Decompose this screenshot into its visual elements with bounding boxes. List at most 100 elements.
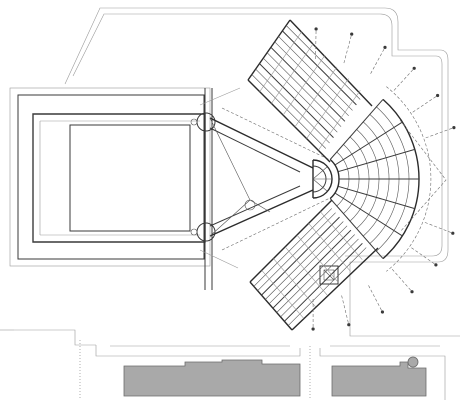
grid-ray	[370, 47, 386, 74]
plaza-edge-top	[209, 117, 314, 169]
seating-aisle	[334, 192, 403, 237]
upper-wing-edge-inner	[247, 79, 331, 163]
upper-wing-row	[285, 25, 361, 100]
grid-ray	[315, 28, 317, 60]
field-perimeter	[32, 113, 206, 243]
lower-wing-row	[257, 212, 336, 291]
grid-ray	[391, 269, 413, 292]
road-edge-right	[319, 348, 446, 400]
upper-wing-row	[255, 68, 330, 144]
lower-wing-edge-bottom	[291, 247, 379, 331]
field-outer-boundary	[9, 87, 211, 267]
lower-wing-bay	[296, 234, 340, 284]
upper-wing	[247, 19, 373, 163]
seating-bowl	[329, 86, 432, 272]
central-hub	[312, 159, 333, 199]
hub-outer-arc	[312, 159, 333, 199]
lower-wing-edge-inner	[249, 199, 333, 283]
lower-wing-row	[280, 238, 359, 318]
playing-field	[69, 124, 191, 232]
lower-wing-row	[284, 242, 363, 322]
plaza-spine	[209, 117, 251, 237]
site-boundary	[0, 7, 460, 400]
upper-wing-bay	[271, 43, 314, 104]
plaza-leader-bottom	[199, 249, 239, 269]
seating-row-arc	[329, 158, 340, 200]
building-footprint-west	[123, 359, 301, 397]
grid-ray-node	[412, 66, 416, 70]
lower-wing-row	[276, 234, 355, 313]
approach-plaza	[199, 87, 331, 269]
road-edge-left	[14, 329, 96, 346]
lower-wing-bay	[320, 211, 363, 260]
lower-wing-row	[253, 208, 333, 287]
lower-wing-bay	[273, 258, 316, 307]
hub-ray-up	[312, 166, 328, 180]
grid-ray-node	[452, 126, 456, 130]
plaza-leader-top	[199, 87, 241, 106]
plaza-node	[244, 199, 256, 211]
upper-wing-row	[274, 41, 349, 117]
seating-aisle	[334, 121, 403, 166]
plaza-spine-tail	[249, 199, 271, 213]
upper-wing-edge-outer	[247, 19, 291, 81]
upper-wing-row	[266, 52, 342, 127]
upper-wing-row	[251, 74, 327, 149]
grid-ray-node	[314, 27, 318, 31]
upper-wing-row	[259, 63, 334, 138]
grid-ray	[341, 295, 350, 325]
parcel-line-inner	[72, 13, 443, 257]
parcel-line-upper	[64, 7, 460, 337]
grid-ray-node	[434, 263, 438, 267]
grid-ray-node	[347, 323, 351, 327]
bowl-setback-arc	[386, 86, 432, 272]
grid-ray-node	[311, 327, 315, 331]
building-footprint-east	[331, 361, 427, 397]
lower-wing-row	[287, 247, 367, 326]
seating-aisle	[329, 198, 384, 259]
bowl-outer-chevron	[399, 119, 447, 233]
grid-rays	[311, 27, 456, 331]
seating-aisle	[337, 148, 415, 173]
stair-core	[319, 265, 339, 285]
field-enclosure	[17, 94, 205, 260]
upper-wing-edge-top	[289, 19, 373, 107]
lower-wing-row	[272, 229, 352, 309]
lower-wing-edge-outer	[249, 281, 293, 331]
upper-wing-row	[282, 30, 357, 106]
grid-ray-node	[383, 45, 387, 50]
upper-wing-bay	[259, 31, 302, 92]
grid-ray	[425, 127, 455, 139]
lower-wing-row	[261, 216, 340, 296]
lower-wing-row	[265, 221, 344, 300]
gate-post-top	[190, 118, 198, 126]
lower-wing-row	[268, 225, 348, 305]
upper-wing-bay	[294, 66, 338, 128]
grid-ray-node	[410, 290, 414, 294]
plaza-setback-top	[221, 107, 331, 161]
field-block	[9, 87, 211, 267]
plaza-inner-top	[209, 127, 301, 173]
grid-ray	[343, 34, 352, 64]
gate-post-bottom	[190, 228, 198, 236]
upper-wing-bay	[282, 54, 326, 116]
lower-wing-bay	[308, 223, 351, 272]
lower-wing-bay	[284, 246, 328, 296]
grid-ray	[368, 285, 383, 313]
building-east-rotunda	[407, 356, 419, 368]
seating-aisle	[337, 185, 415, 210]
upper-wing-row	[263, 57, 338, 133]
plaza-edge-bottom	[209, 189, 314, 237]
upper-wing-row	[270, 46, 346, 122]
upper-wing-bay	[318, 90, 361, 151]
grid-ray	[412, 95, 438, 113]
road-edge-lower	[95, 345, 301, 357]
lower-wing	[249, 199, 379, 331]
hub-ray-down	[312, 178, 328, 192]
upper-wing-row	[278, 36, 353, 111]
grid-ray-node	[350, 32, 354, 36]
existing-buildings	[123, 356, 427, 397]
seating-aisle	[329, 99, 384, 160]
grid-ray-node	[451, 231, 455, 235]
